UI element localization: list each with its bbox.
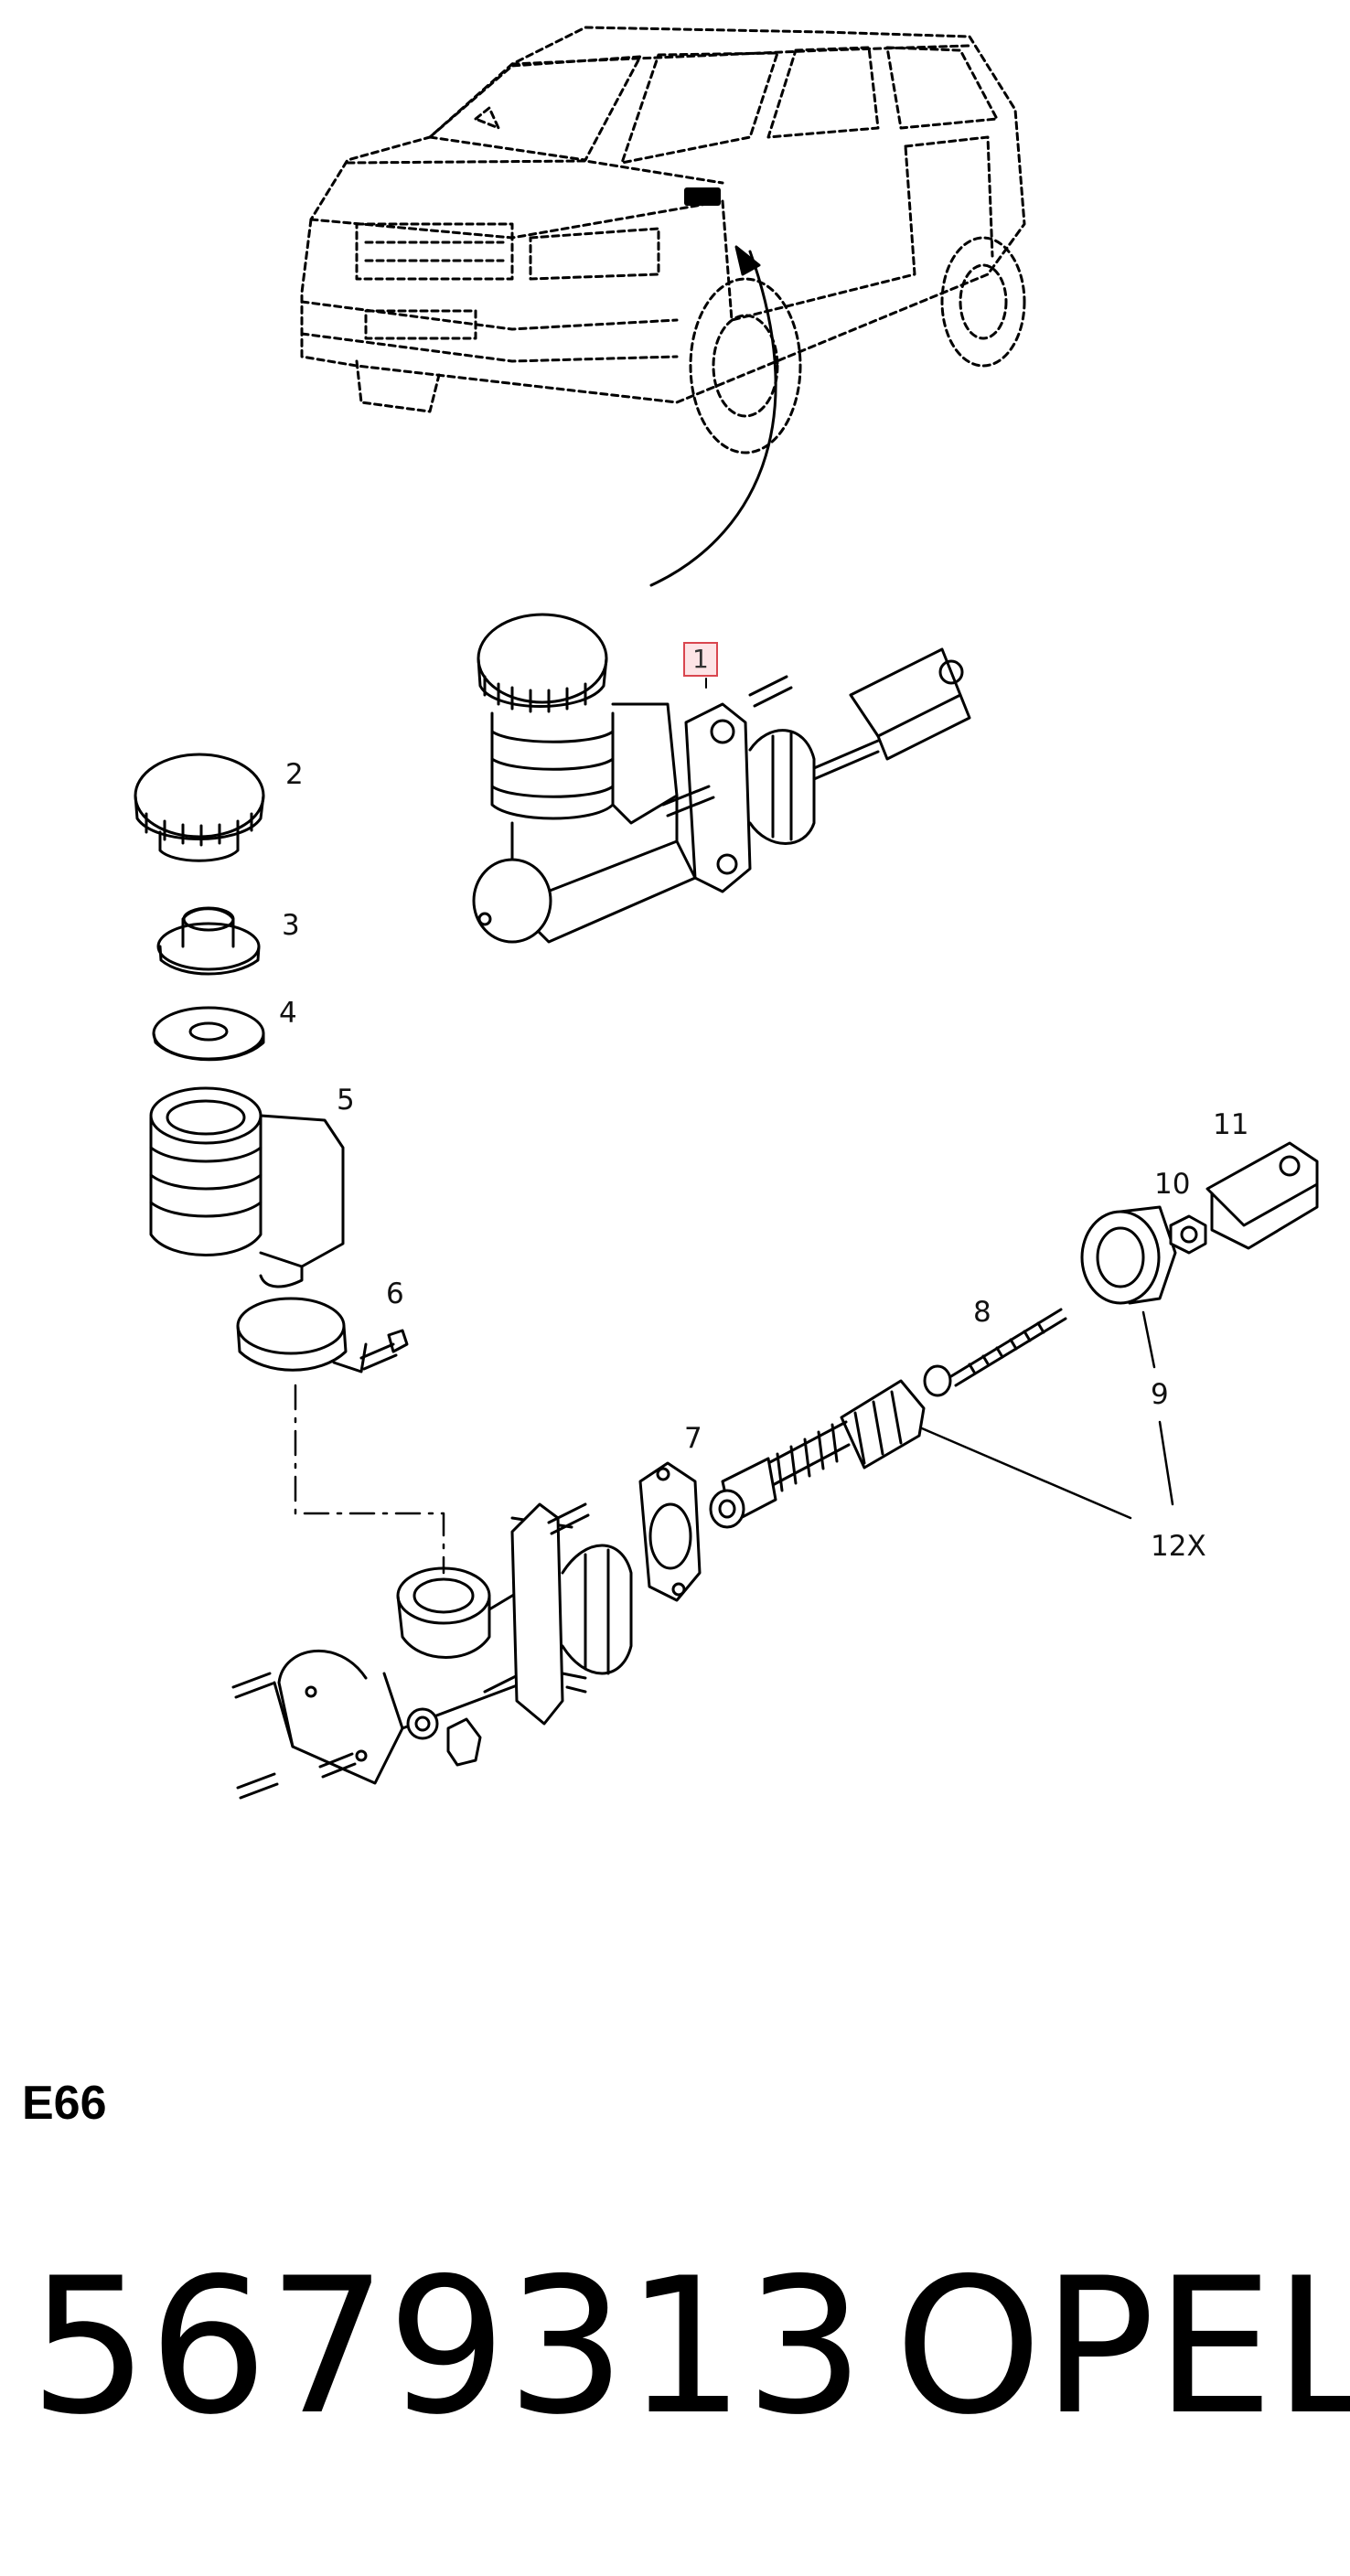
section-code: E66 <box>22 2077 107 2130</box>
callout-4: 4 <box>279 997 297 1030</box>
part-6-clamp <box>236 1297 409 1374</box>
part-2-reservoir-cap <box>134 753 265 862</box>
part-9-boot-ring <box>1080 1205 1177 1305</box>
part-number: 5679313 <box>29 2239 864 2456</box>
callout-6: 6 <box>386 1277 404 1310</box>
assembly-centerline <box>294 1384 445 1575</box>
leader-lines <box>920 1310 1174 1520</box>
master-cylinder-body <box>231 1502 633 1800</box>
vehicle-illustration <box>300 26 1026 454</box>
callout-5: 5 <box>337 1084 355 1117</box>
callout-10: 10 <box>1154 1168 1191 1201</box>
callout-1: 1 <box>683 642 718 677</box>
location-arrowhead <box>734 245 761 276</box>
part-11-clevis <box>1205 1141 1319 1250</box>
callout-11: 11 <box>1213 1108 1249 1141</box>
callout-7: 7 <box>684 1422 702 1455</box>
brand-name: OPEL <box>895 2239 1350 2456</box>
location-arrow <box>649 250 777 587</box>
callout-2: 2 <box>285 758 304 791</box>
callout-8: 8 <box>973 1296 991 1329</box>
callout-9: 9 <box>1151 1378 1169 1411</box>
part-8-push-rod <box>923 1308 1067 1397</box>
part-3-diaphragm <box>156 906 261 976</box>
part-10-nut <box>1169 1214 1207 1255</box>
location-marker <box>684 187 721 206</box>
callout-3: 3 <box>282 909 300 942</box>
callout-12x: 12X <box>1151 1530 1206 1563</box>
piston-spring-set <box>709 1379 926 1529</box>
parts-diagram <box>134 26 1319 1800</box>
part-5-reservoir <box>149 1086 345 1288</box>
part-4-seal <box>152 1006 265 1062</box>
master-cylinder-assembly <box>472 613 971 944</box>
part-7-gasket <box>638 1461 702 1602</box>
